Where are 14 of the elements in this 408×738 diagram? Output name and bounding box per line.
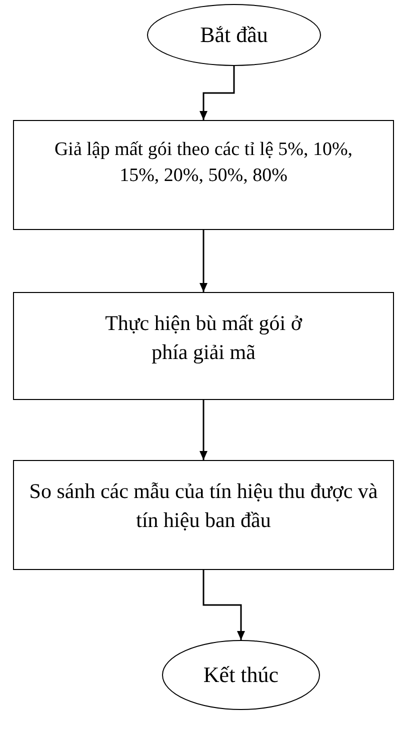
arrow (200, 400, 208, 460)
process-box (13, 292, 394, 400)
node-text: So sánh các mẫu của tín hiệu thu được và tín hiệu ban đầu (28, 478, 378, 534)
node-text: Thực hiện bù mất gói ở phía giải mã (104, 310, 304, 366)
process-box (13, 120, 394, 230)
process-box (13, 460, 394, 570)
node-text: Giả lập mất gói theo các tỉ lệ 5%, 10%, 15%, 20%, 50%, 80% (53, 138, 354, 188)
terminal-ellipse (147, 4, 321, 66)
arrow (200, 230, 208, 292)
arrow (200, 66, 235, 120)
terminal-ellipse (162, 640, 320, 710)
node-text: Bắt đầu (199, 20, 269, 49)
node-text: Kết thúc (202, 660, 280, 689)
arrow (202, 570, 245, 640)
